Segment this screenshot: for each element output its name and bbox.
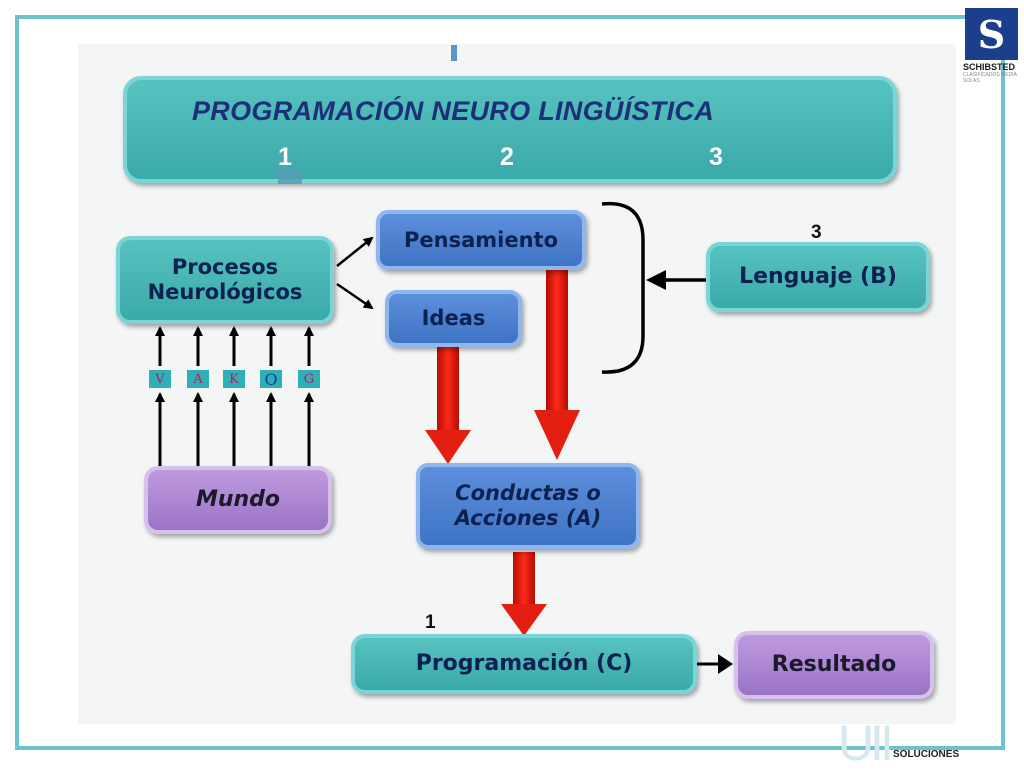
vakog-k: K [223,370,245,388]
title-banner [123,76,897,183]
title-number-1: 1 [278,143,292,171]
node-resultado: Resultado [734,631,934,699]
node-mundo: Mundo [144,466,332,534]
vakog-g: G [298,370,320,388]
footer-logo-mark: UII [838,715,894,771]
node-conductas-acciones: Conductas o Acciones (A) [416,463,640,549]
title-number-2: 2 [500,143,514,171]
page-title: PROGRAMACIÓN NEURO LINGÜÍSTICA [192,96,714,126]
node-lenguaje: Lenguaje (B) [706,242,930,312]
schibsted-subtitle: CLASIFICADOS MEDIA SOLAS [963,72,1017,84]
node-pensamiento: Pensamiento [376,210,586,270]
title-number-1-underline [278,170,302,184]
top-marker [451,45,457,61]
slide-frame [15,15,1005,750]
vakog-a: A [187,370,209,388]
node-programacion: Programación (C) [351,634,697,694]
schibsted-name: SCHIBSTED [963,62,1016,72]
vakog-v: V [149,370,171,388]
number-1-programacion: 1 [425,612,436,633]
node-procesos-neurologicos: Procesos Neurológicos [116,236,334,324]
footer-soluciones: SOLUCIONES [893,749,960,760]
node-ideas: Ideas [385,290,522,347]
title-number-3: 3 [709,143,723,171]
vakog-o: O [260,370,282,389]
schibsted-logo: S [965,8,1018,60]
number-3-lenguaje: 3 [811,222,822,243]
